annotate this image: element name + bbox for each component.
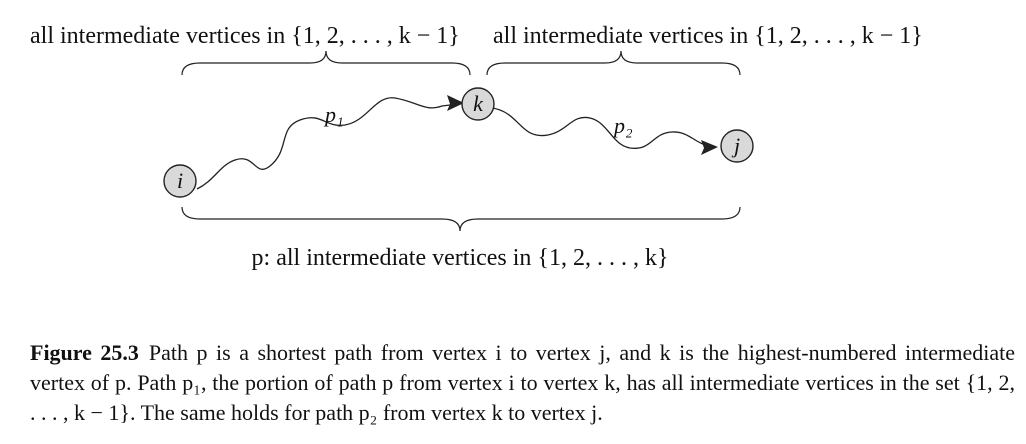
arrowhead-to-k (447, 95, 464, 111)
top-right-brace (486, 50, 741, 76)
top-left-label: all intermediate vertices in {1, 2, . . … (30, 23, 460, 49)
arrowhead-to-j (701, 140, 718, 155)
edge-label-p2: p₂ (612, 113, 633, 138)
path-p1-curve (196, 97, 459, 190)
top-right-label: all intermediate vertices in {1, 2, . . … (493, 23, 923, 49)
vertex-j: j (720, 129, 754, 163)
caption-text: Path p is a shortest path from vertex i … (30, 340, 1015, 425)
vertex-i: i (163, 164, 197, 198)
edge-label-p1: p₁ (323, 102, 344, 127)
path-p2-curve (491, 107, 713, 149)
vertex-j-label: j (731, 133, 740, 158)
bottom-label: p: all intermediate vertices in {1, 2, .… (252, 245, 669, 271)
caption-title: Figure 25.3 (30, 340, 139, 365)
shortest-path-diagram: all intermediate vertices in {1, 2, . . … (30, 23, 923, 271)
vertex-k-label: k (473, 91, 484, 116)
bottom-brace (181, 206, 741, 232)
vertex-k: k (461, 87, 495, 121)
top-left-brace (181, 50, 471, 76)
vertex-i-label: i (177, 168, 183, 193)
